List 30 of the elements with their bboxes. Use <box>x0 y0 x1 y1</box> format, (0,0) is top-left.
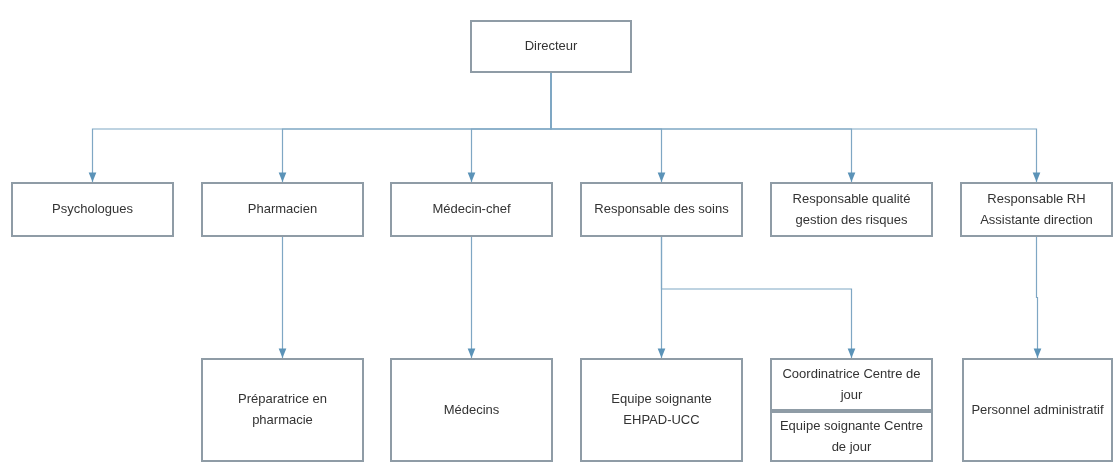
role-label: Préparatrice en pharmacie <box>237 390 328 429</box>
role-label: Psychologues <box>52 200 133 219</box>
role-label: Equipe soignante EHPAD-UCC <box>610 390 713 429</box>
role-label: Equipe soignante Centre de jour <box>778 416 925 456</box>
connector-arrow <box>1033 236 1042 359</box>
role-label: Pharmacien <box>247 200 318 219</box>
org-box <box>390 358 553 462</box>
org-box <box>960 182 1113 237</box>
role-label: Personnel administratif <box>971 400 1104 419</box>
org-box <box>962 358 1113 462</box>
org-box <box>580 358 743 462</box>
role-label: Responsable qualité gestion des risques <box>791 189 912 229</box>
org-box <box>770 411 933 462</box>
org-box <box>470 20 632 73</box>
org-box <box>11 182 174 237</box>
role-label: Responsable RH Assistante direction <box>979 189 1094 229</box>
org-box <box>390 182 553 237</box>
role-label: Médecin-chef <box>432 200 511 219</box>
role-label: Responsable des soins <box>594 200 729 219</box>
connector-arrow <box>660 236 856 359</box>
org-box <box>580 182 743 237</box>
connector-arrow <box>278 236 287 359</box>
role-label: Coordinatrice Centre de jour <box>781 364 922 404</box>
role-label: Médecins <box>443 400 500 419</box>
org-box <box>201 182 364 237</box>
org-box <box>770 358 933 411</box>
role-label: Directeur <box>524 37 578 56</box>
org-box <box>201 358 364 462</box>
org-box <box>770 182 933 237</box>
connector-arrow <box>467 236 476 359</box>
